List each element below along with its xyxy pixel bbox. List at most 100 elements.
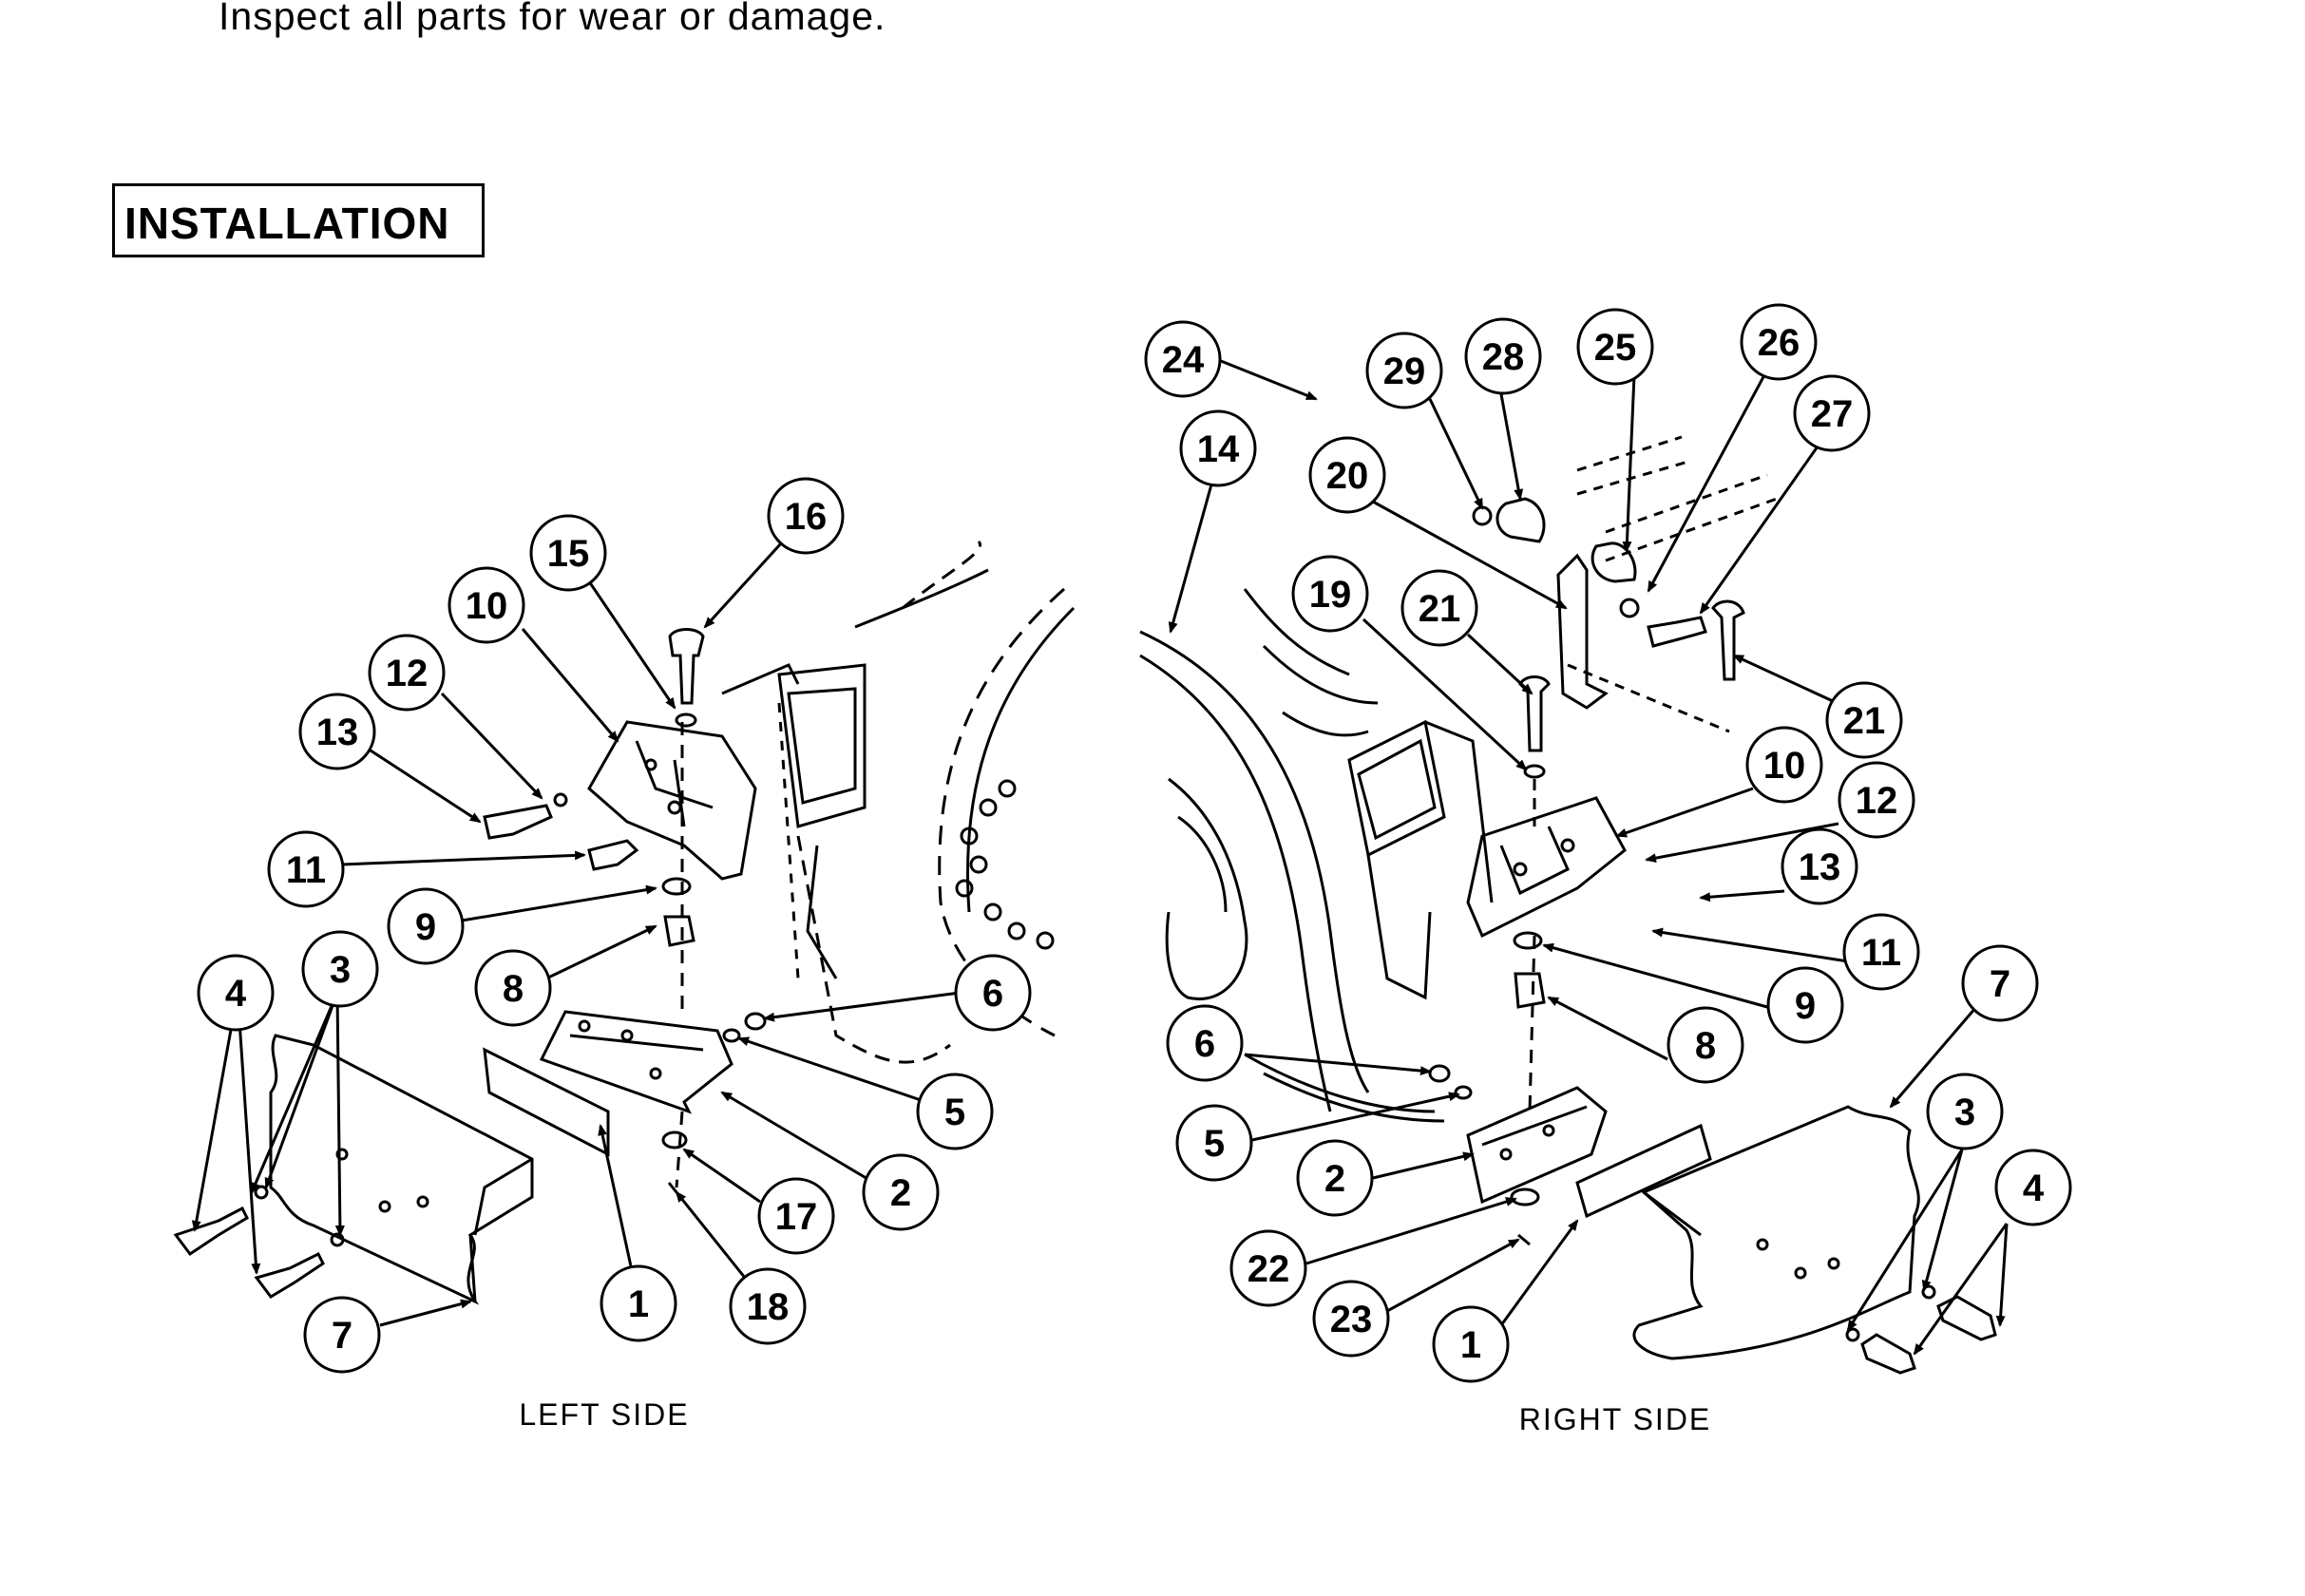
callout-6-right-label: 6 <box>1194 1023 1215 1065</box>
left-side-assembly <box>173 540 1076 1305</box>
callout-1: 1 <box>600 1264 677 1342</box>
left-side-caption: LEFT SIDE <box>519 1397 689 1432</box>
callout-28-label: 28 <box>1482 336 1525 378</box>
callout-25-label: 25 <box>1594 327 1637 369</box>
callout-16: 16 <box>767 477 845 555</box>
right-flywheel-housing <box>1139 630 1370 1093</box>
callout-26-label: 26 <box>1758 322 1800 364</box>
right-spacer-plate <box>1575 1123 1712 1219</box>
callout-1-label: 1 <box>628 1283 649 1325</box>
callout-3: 3 <box>301 930 379 1008</box>
left-lower-bracket <box>539 1010 733 1114</box>
callout-7-right: 7 <box>1961 944 2039 1022</box>
callout-13: 13 <box>298 693 376 770</box>
callout-14: 14 <box>1179 409 1257 487</box>
callout-12-right-label: 12 <box>1856 780 1898 822</box>
callout-24: 24 <box>1144 320 1222 398</box>
callout-5-label: 5 <box>944 1092 965 1133</box>
callout-19-label: 19 <box>1309 574 1352 616</box>
callout-12: 12 <box>368 634 446 712</box>
callout-16-label: 16 <box>785 496 828 538</box>
callout-13-label: 13 <box>316 712 359 753</box>
callout-20: 20 <box>1308 436 1386 514</box>
callout-18: 18 <box>729 1267 807 1345</box>
callout-21-lower: 21 <box>1825 681 1903 759</box>
callout-2-label: 2 <box>890 1172 911 1214</box>
callout-6-label: 6 <box>982 973 1003 1015</box>
section-title: INSTALLATION <box>124 199 450 248</box>
callout-4-right-label: 4 <box>2023 1168 2045 1209</box>
callout-17-label: 17 <box>775 1196 818 1238</box>
callout-10-right-label: 10 <box>1763 745 1806 787</box>
right-side-caption: RIGHT SIDE <box>1519 1402 1712 1436</box>
right-callouts: 24 29 28 25 26 27 14 20 19 21 21 10 12 1… <box>1144 303 2072 1383</box>
left-bolt-16 <box>668 628 705 705</box>
callout-22-label: 22 <box>1248 1248 1290 1290</box>
callout-15-label: 15 <box>547 533 590 575</box>
callout-28: 28 <box>1464 317 1542 395</box>
callout-9: 9 <box>387 887 465 965</box>
callout-11: 11 <box>267 830 345 908</box>
callout-10-label: 10 <box>466 585 508 627</box>
callout-29-label: 29 <box>1383 351 1426 392</box>
right-bracket-20 <box>1556 553 1609 710</box>
callout-25: 25 <box>1576 308 1654 386</box>
callout-9-right-label: 9 <box>1795 985 1816 1027</box>
right-side-assembly <box>1139 435 1997 1375</box>
callout-7-right-label: 7 <box>1990 963 2010 1005</box>
callout-8: 8 <box>474 949 552 1027</box>
callout-5-right: 5 <box>1175 1104 1253 1182</box>
callout-23: 23 <box>1312 1280 1390 1358</box>
section-heading-box: INSTALLATION <box>112 183 485 257</box>
callout-22: 22 <box>1229 1229 1307 1307</box>
callout-4-right: 4 <box>1994 1149 2072 1226</box>
callout-6: 6 <box>954 954 1032 1032</box>
callout-8-right-label: 8 <box>1695 1025 1716 1067</box>
callout-13-right-label: 13 <box>1799 846 1841 888</box>
intro-text: Inspect all parts for wear or damage. <box>219 0 886 38</box>
callout-11-right: 11 <box>1842 913 1920 991</box>
callout-3-right-label: 3 <box>1954 1092 1975 1133</box>
callout-29: 29 <box>1365 332 1443 409</box>
callout-12-right: 12 <box>1838 761 1915 839</box>
callout-27: 27 <box>1793 374 1871 452</box>
callout-8-right: 8 <box>1667 1006 1744 1084</box>
callout-1-right-label: 1 <box>1460 1324 1481 1366</box>
callout-20-label: 20 <box>1326 455 1369 497</box>
callout-6-right: 6 <box>1166 1004 1244 1082</box>
callout-8-label: 8 <box>503 968 524 1010</box>
callout-3-label: 3 <box>330 949 351 991</box>
callout-2: 2 <box>862 1153 940 1231</box>
callout-2-right: 2 <box>1296 1139 1374 1217</box>
callout-3-right: 3 <box>1926 1073 2004 1150</box>
callout-10-right: 10 <box>1745 726 1823 804</box>
callout-27-label: 27 <box>1811 393 1854 435</box>
callout-21-upper-label: 21 <box>1419 588 1461 630</box>
callout-21-lower-label: 21 <box>1843 700 1886 742</box>
callout-9-label: 9 <box>415 906 436 948</box>
callout-10: 10 <box>448 566 525 644</box>
callout-leaders <box>191 359 2009 1356</box>
callout-5-right-label: 5 <box>1204 1123 1225 1165</box>
left-engine-mount <box>587 720 757 881</box>
callout-15: 15 <box>529 514 607 592</box>
callout-12-label: 12 <box>386 653 429 694</box>
right-frame-rail <box>1632 1105 1920 1360</box>
callout-26: 26 <box>1740 303 1818 381</box>
left-callouts: 16 15 10 12 13 11 9 8 4 3 6 5 2 17 1 18 … <box>197 477 1032 1374</box>
callout-4: 4 <box>197 954 275 1032</box>
right-lower-bracket <box>1466 1086 1608 1205</box>
callout-24-label: 24 <box>1162 339 1205 381</box>
callout-18-label: 18 <box>747 1286 790 1328</box>
callout-9-right: 9 <box>1766 966 1844 1044</box>
callout-17: 17 <box>757 1177 835 1255</box>
callout-7: 7 <box>303 1296 381 1374</box>
right-engine-mount <box>1466 796 1627 939</box>
callout-4-label: 4 <box>225 973 247 1015</box>
left-frame-rail <box>269 1034 534 1305</box>
callout-21-upper: 21 <box>1400 569 1478 647</box>
callout-11-label: 11 <box>286 849 326 891</box>
callout-1-right: 1 <box>1432 1305 1510 1383</box>
callout-5: 5 <box>916 1073 994 1150</box>
